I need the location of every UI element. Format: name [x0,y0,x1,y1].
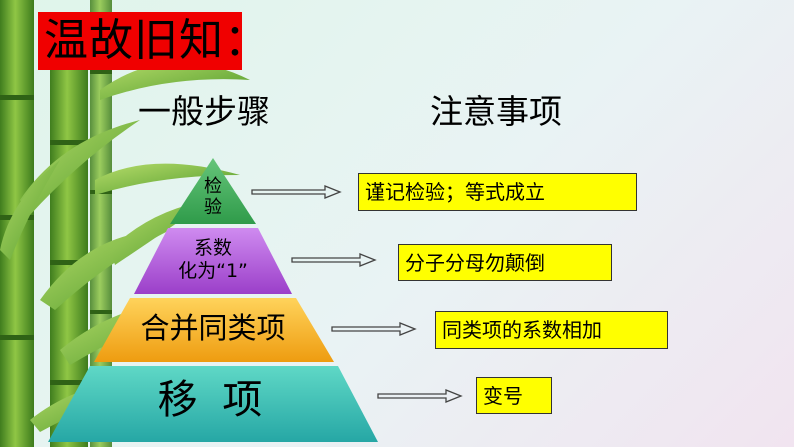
pyramid-label-3: 合并同类项 [140,311,286,345]
pyramid-label-2-line1: 系数 [193,237,232,259]
pyramid-level-1 [170,158,256,224]
arrow-icon-4 [377,389,463,403]
pyramid-label-4: 移 项 [157,377,269,423]
steps-heading: 一般步骤 [138,92,270,131]
pyramid-label-2: 系数 化为“1” [163,237,263,283]
note-2: 分子分母勿颠倒 [398,244,612,281]
pyramid-label-1-line2: 验 [204,197,222,218]
arrow-icon-1 [251,185,342,199]
pyramid-level-4 [48,366,378,442]
arrow-icon-2 [291,253,377,267]
slide-title: 温故旧知： [44,15,269,66]
pyramid-label-2-line2: 化为“1” [178,260,248,282]
pyramid-level-2 [134,228,292,294]
note-1: 谨记检验；等式成立 [358,173,637,211]
pyramid-label-1-line1: 检 [204,176,222,197]
pyramid-label-1: 检 验 [183,176,243,218]
notes-heading: 注意事项 [430,92,562,131]
pyramid-level-3 [94,298,334,362]
title-box: 温故旧知： [38,12,268,70]
arrow-icon-3 [331,322,417,336]
note-4: 变号 [476,377,552,414]
note-3: 同类项的系数相加 [435,311,668,349]
